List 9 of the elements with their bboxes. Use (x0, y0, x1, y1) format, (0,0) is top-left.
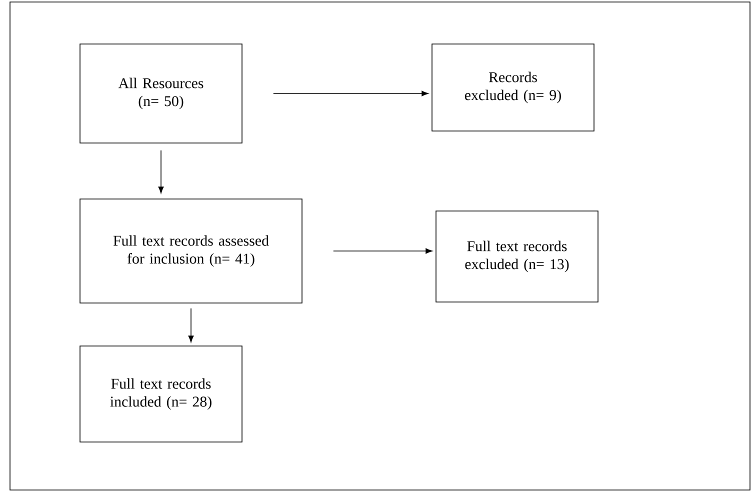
arrow (333, 248, 432, 254)
process-box: Full text records excluded (n= 13) (436, 210, 598, 302)
arrow (273, 90, 428, 96)
arrow (188, 308, 194, 342)
process-box: All Resources (n= 50) (80, 44, 242, 144)
arrow (158, 150, 164, 194)
process-box: Full text records assessed for inclusion (n= 41) (80, 198, 302, 304)
process-box: Full text records included (n= 28) (80, 346, 242, 442)
process-box: Records excluded (n= 9) (432, 44, 594, 132)
